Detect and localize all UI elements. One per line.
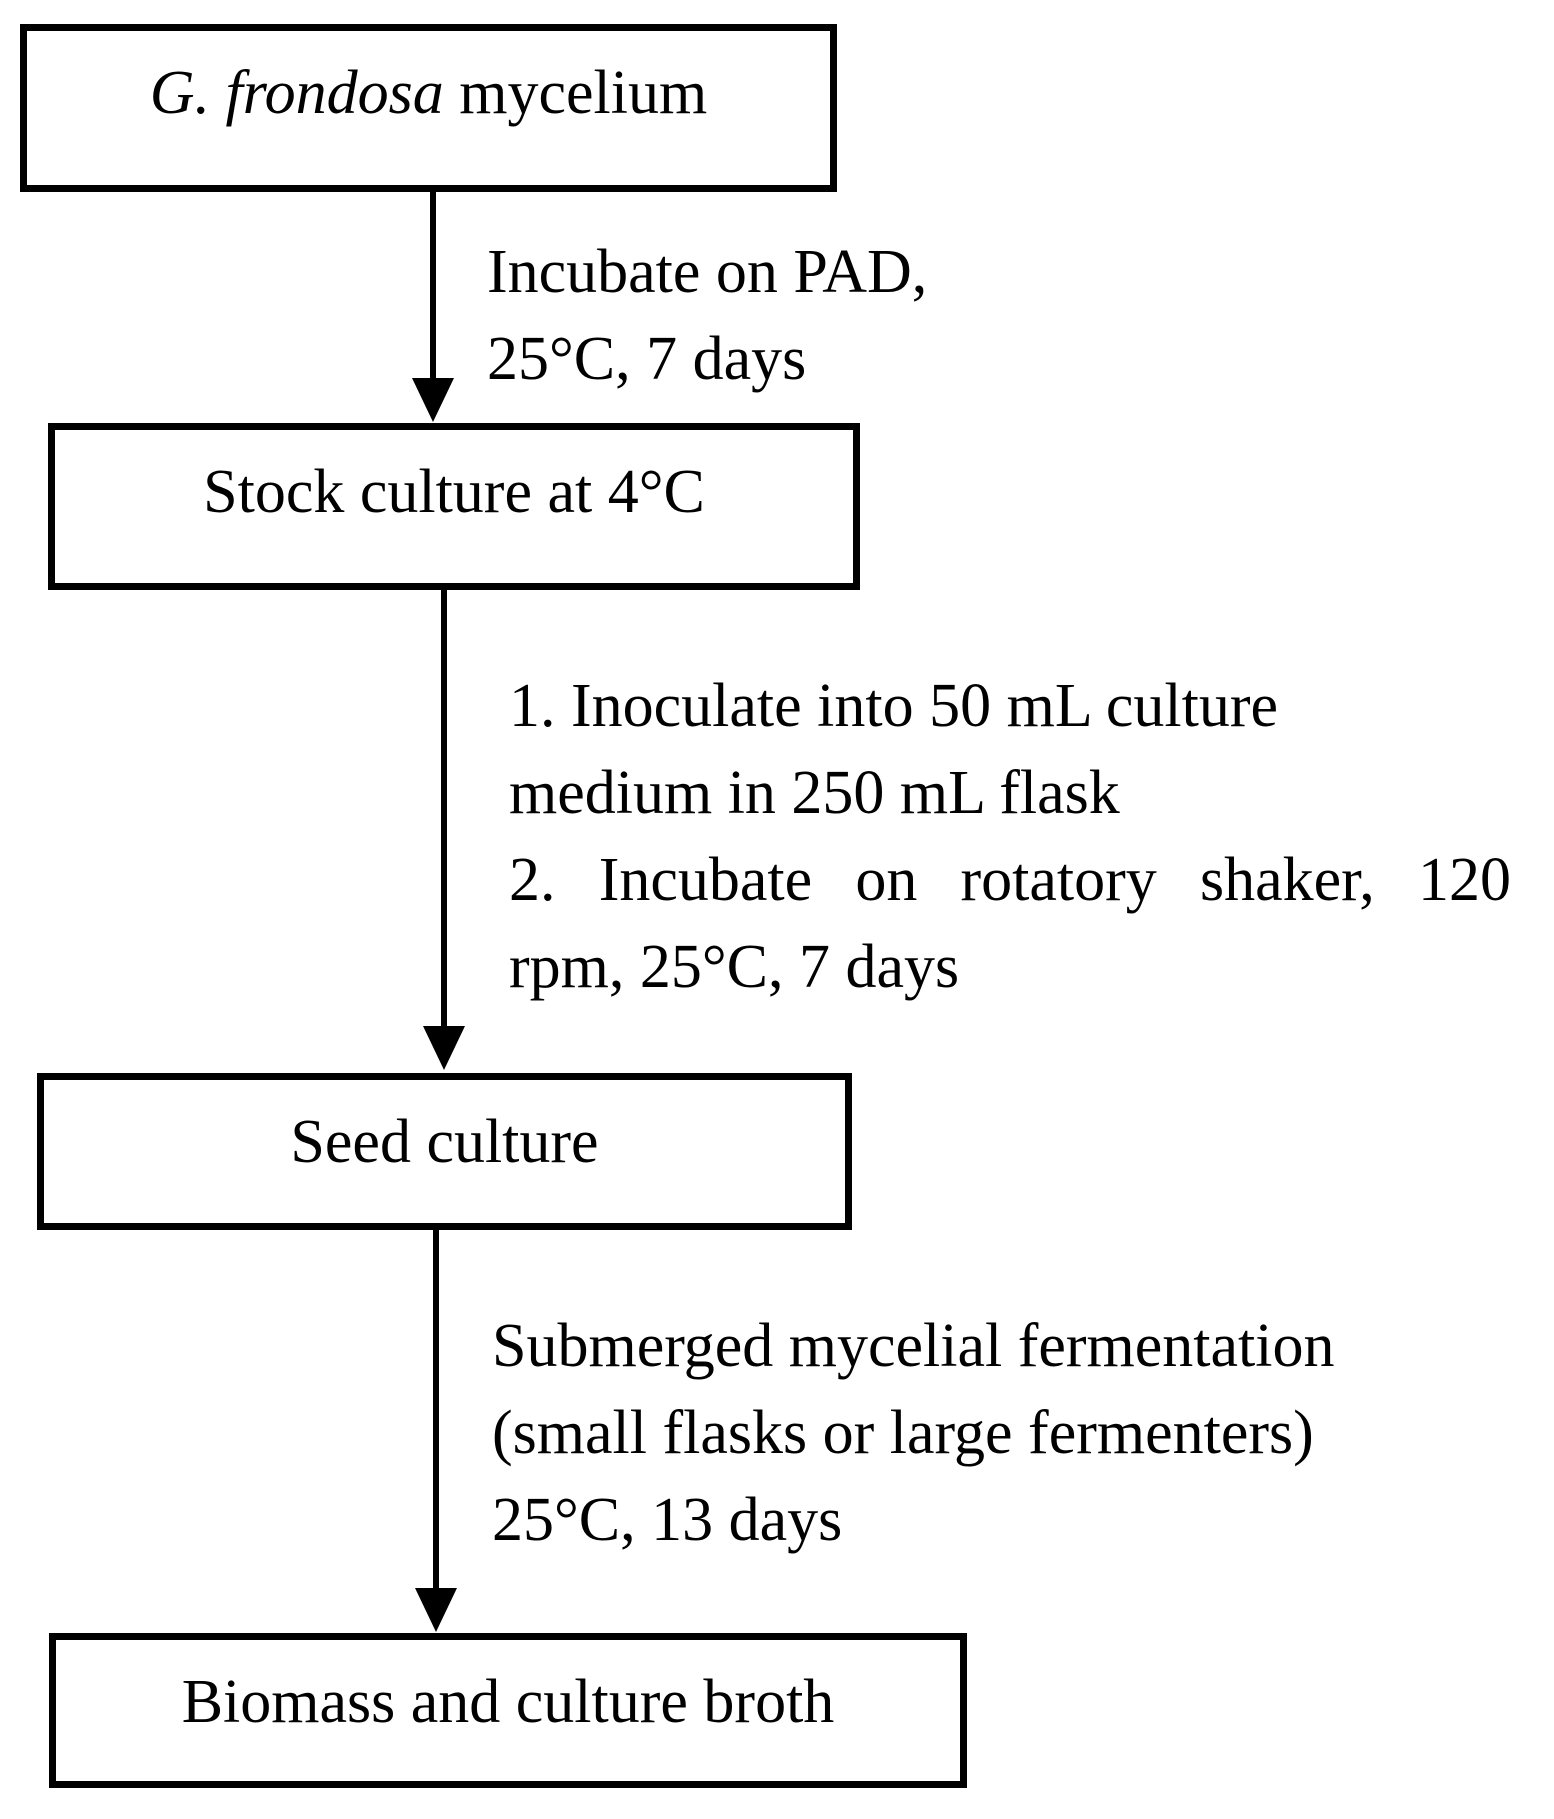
annotation-step2-line-1: 1. Inoculate into 50 mL culture <box>509 672 1279 740</box>
node-box-mycelium: G. frondosa mycelium <box>20 24 837 192</box>
node-label-mycelium-rest: mycelium <box>443 59 708 127</box>
annotation-step2-line-2: medium in 250 mL flask <box>509 759 1120 827</box>
flow-arrow-1-head-icon <box>412 378 454 422</box>
annotation-step3-line-2: (small flasks or large fermenters) <box>492 1399 1314 1467</box>
annotation-step2-line-4: rpm, 25°C, 7 days <box>509 933 960 1001</box>
annotation-step3-line-3: 25°C, 13 days <box>492 1486 843 1554</box>
node-box-biomass-broth: Biomass and culture broth <box>49 1633 967 1788</box>
node-label-biomass-broth: Biomass and culture broth <box>181 1668 835 1736</box>
flow-arrow-2-head-icon <box>423 1026 465 1070</box>
flow-arrow-1-shaft <box>430 192 436 380</box>
annotation-step3-line-1: Submerged mycelial fermentation <box>492 1312 1335 1380</box>
annotation-step2: 1. Inoculate into 50 mL culture medium i… <box>509 663 1511 1011</box>
annotation-step3: Submerged mycelial fermentation (small f… <box>492 1303 1334 1564</box>
node-label-seed-culture: Seed culture <box>290 1108 599 1176</box>
flow-arrow-3-head-icon <box>415 1588 457 1632</box>
node-box-seed-culture: Seed culture <box>37 1073 852 1230</box>
annotation-step2-line-3: 2. Incubate on rotatory shaker, 120 <box>509 846 1511 914</box>
annotation-step1-line-2: 25°C, 7 days <box>487 325 807 393</box>
flow-arrow-3-shaft <box>433 1230 439 1590</box>
node-label-stock-culture: Stock culture at 4°C <box>203 458 705 526</box>
annotation-step1: Incubate on PAD, 25°C, 7 days <box>487 229 927 403</box>
annotation-step1-line-1: Incubate on PAD, <box>487 238 928 306</box>
node-box-stock-culture: Stock culture at 4°C <box>48 423 860 590</box>
node-label-mycelium-species: G. frondosa <box>149 59 444 127</box>
flow-arrow-2-shaft <box>441 590 447 1028</box>
